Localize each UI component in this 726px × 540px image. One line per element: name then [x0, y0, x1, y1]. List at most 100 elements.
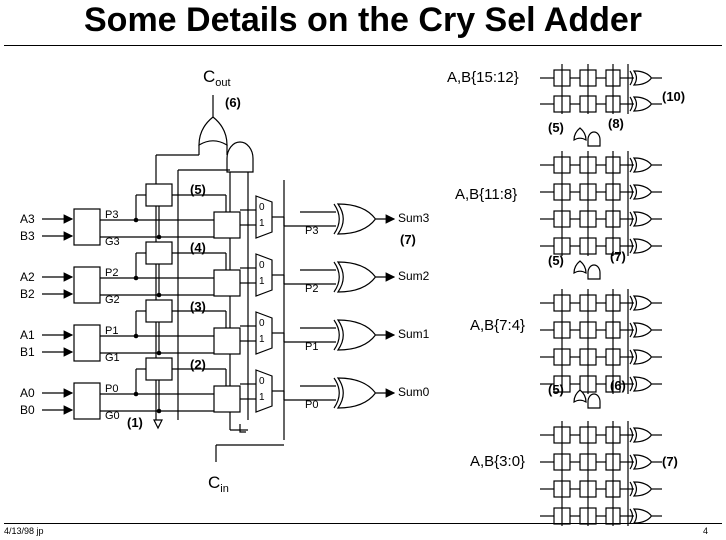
carry-delay-left: (5): [548, 120, 564, 135]
input-a-label: A3: [20, 212, 35, 226]
xor-back-curve: [333, 261, 340, 293]
p-signal-label: P2: [105, 267, 118, 279]
xor-body: [632, 184, 653, 200]
adder-block: A,B{3:0}(7): [470, 421, 678, 526]
pg-generator-box: [73, 208, 101, 246]
mux: [255, 369, 273, 413]
block-xor-gate: [629, 157, 653, 173]
carry-chain-cell: [145, 241, 173, 265]
sum-output-label: Sum2: [398, 269, 430, 283]
xor-body: [632, 157, 653, 173]
cout-or-gate: [198, 116, 228, 147]
carry-or-gate: [573, 260, 587, 275]
xor-body: [632, 349, 653, 365]
mux: [255, 311, 273, 355]
carry-and-gate: [587, 131, 601, 147]
xor-body: [632, 508, 653, 524]
junction-dot: [133, 275, 139, 281]
cout-and-gate: [226, 141, 254, 173]
carry-delay-left: (5): [548, 253, 564, 268]
adder-block: A,B{15:12} (5) (8) (10): [447, 64, 685, 147]
propagate-label: P0: [305, 399, 318, 411]
sixteen-bit-blocks: A,B{15:12}(5)(8)(10)A,B{11:8}(5)(7)A,B{7…: [447, 64, 685, 526]
ground-triangle: [153, 419, 163, 430]
p-signal-label: P1: [105, 325, 118, 337]
carry-delay-right: (7): [610, 249, 626, 264]
xor-body: [632, 322, 653, 338]
xor-body: [632, 96, 653, 112]
mux-input-1-label: 1: [259, 392, 265, 403]
carry-delay-right: (8): [608, 116, 624, 131]
junction-dot: [133, 391, 139, 397]
delay-3-annotation: (3): [190, 299, 206, 314]
block-output-delay: (7): [662, 454, 678, 469]
input-a-label: A0: [20, 386, 35, 400]
footer-date: 4/13/98 jp: [4, 526, 44, 536]
junction-dot: [133, 217, 139, 223]
carry-delay-left: (5): [548, 382, 564, 397]
footer-divider: [4, 523, 722, 524]
delay-2-annotation: (2): [190, 357, 206, 372]
xor-body: [632, 238, 653, 254]
mux: [255, 253, 273, 297]
block-range-label: A,B{15:12}: [447, 69, 519, 86]
input-b-label: B2: [20, 287, 35, 301]
carry-or-gate: [573, 389, 587, 404]
carry-chain-cell: [145, 357, 173, 381]
propagate-label: P2: [305, 283, 318, 295]
g-signal-label: G3: [105, 236, 120, 248]
group-gen-cell: [213, 211, 241, 239]
block-xor-gate: [629, 238, 653, 254]
p-signal-label: P3: [105, 209, 118, 221]
cin-label: Cin: [208, 473, 229, 495]
xor-body: [632, 427, 653, 443]
propagate-label: P1: [305, 341, 318, 353]
xor-body: [632, 295, 653, 311]
carry-and-gate: [587, 264, 601, 280]
g-signal-label: G0: [105, 410, 120, 422]
input-a-label: A1: [20, 328, 35, 342]
mux-input-0-label: 0: [259, 202, 265, 213]
delay-1-annotation: (1): [127, 415, 143, 430]
title-divider: [4, 45, 722, 46]
xor-body: [632, 376, 653, 392]
xor-body: [336, 203, 377, 235]
p-signal-label: P0: [105, 383, 118, 395]
block-range-label: A,B{7:4}: [470, 317, 525, 334]
group-gen-cell: [213, 385, 241, 413]
carry-delay-right: (6): [610, 378, 626, 393]
mux-input-0-label: 0: [259, 376, 265, 387]
input-a-label: A2: [20, 270, 35, 284]
block-xor-gate: [629, 70, 653, 86]
xor-body: [632, 70, 653, 86]
xor-back-curve: [333, 377, 340, 409]
xor-back-curve: [333, 203, 340, 235]
carry-chain-cell: [145, 183, 173, 207]
sum-output-label: Sum1: [398, 327, 430, 341]
sum3-delay-annotation: (7): [400, 232, 416, 247]
mux-input-1-label: 1: [259, 276, 265, 287]
block-output-delay: (10): [662, 89, 685, 104]
junction-dot: [156, 292, 162, 298]
xor-body: [336, 261, 377, 293]
xor-body: [336, 377, 377, 409]
pg-generator-box: [73, 324, 101, 362]
carry-or-gate: [573, 127, 587, 142]
xor-back-curve: [333, 319, 340, 351]
pg-generator-box: [73, 382, 101, 420]
block-xor-gate: [629, 427, 653, 443]
xor-body: [632, 454, 653, 470]
sum-xor-gate: [333, 203, 377, 235]
ground-wire: [239, 424, 246, 433]
propagate-label: P3: [305, 225, 318, 237]
xor-body: [632, 481, 653, 497]
adder-block: A,B{11:8}(5)(7): [455, 151, 662, 280]
junction-dot: [133, 333, 139, 339]
mux-input-1-label: 1: [259, 334, 265, 345]
g-signal-label: G2: [105, 294, 120, 306]
sum-xor-gate: [333, 377, 377, 409]
slide-title: Some Details on the Cry Sel Adder: [84, 1, 642, 39]
